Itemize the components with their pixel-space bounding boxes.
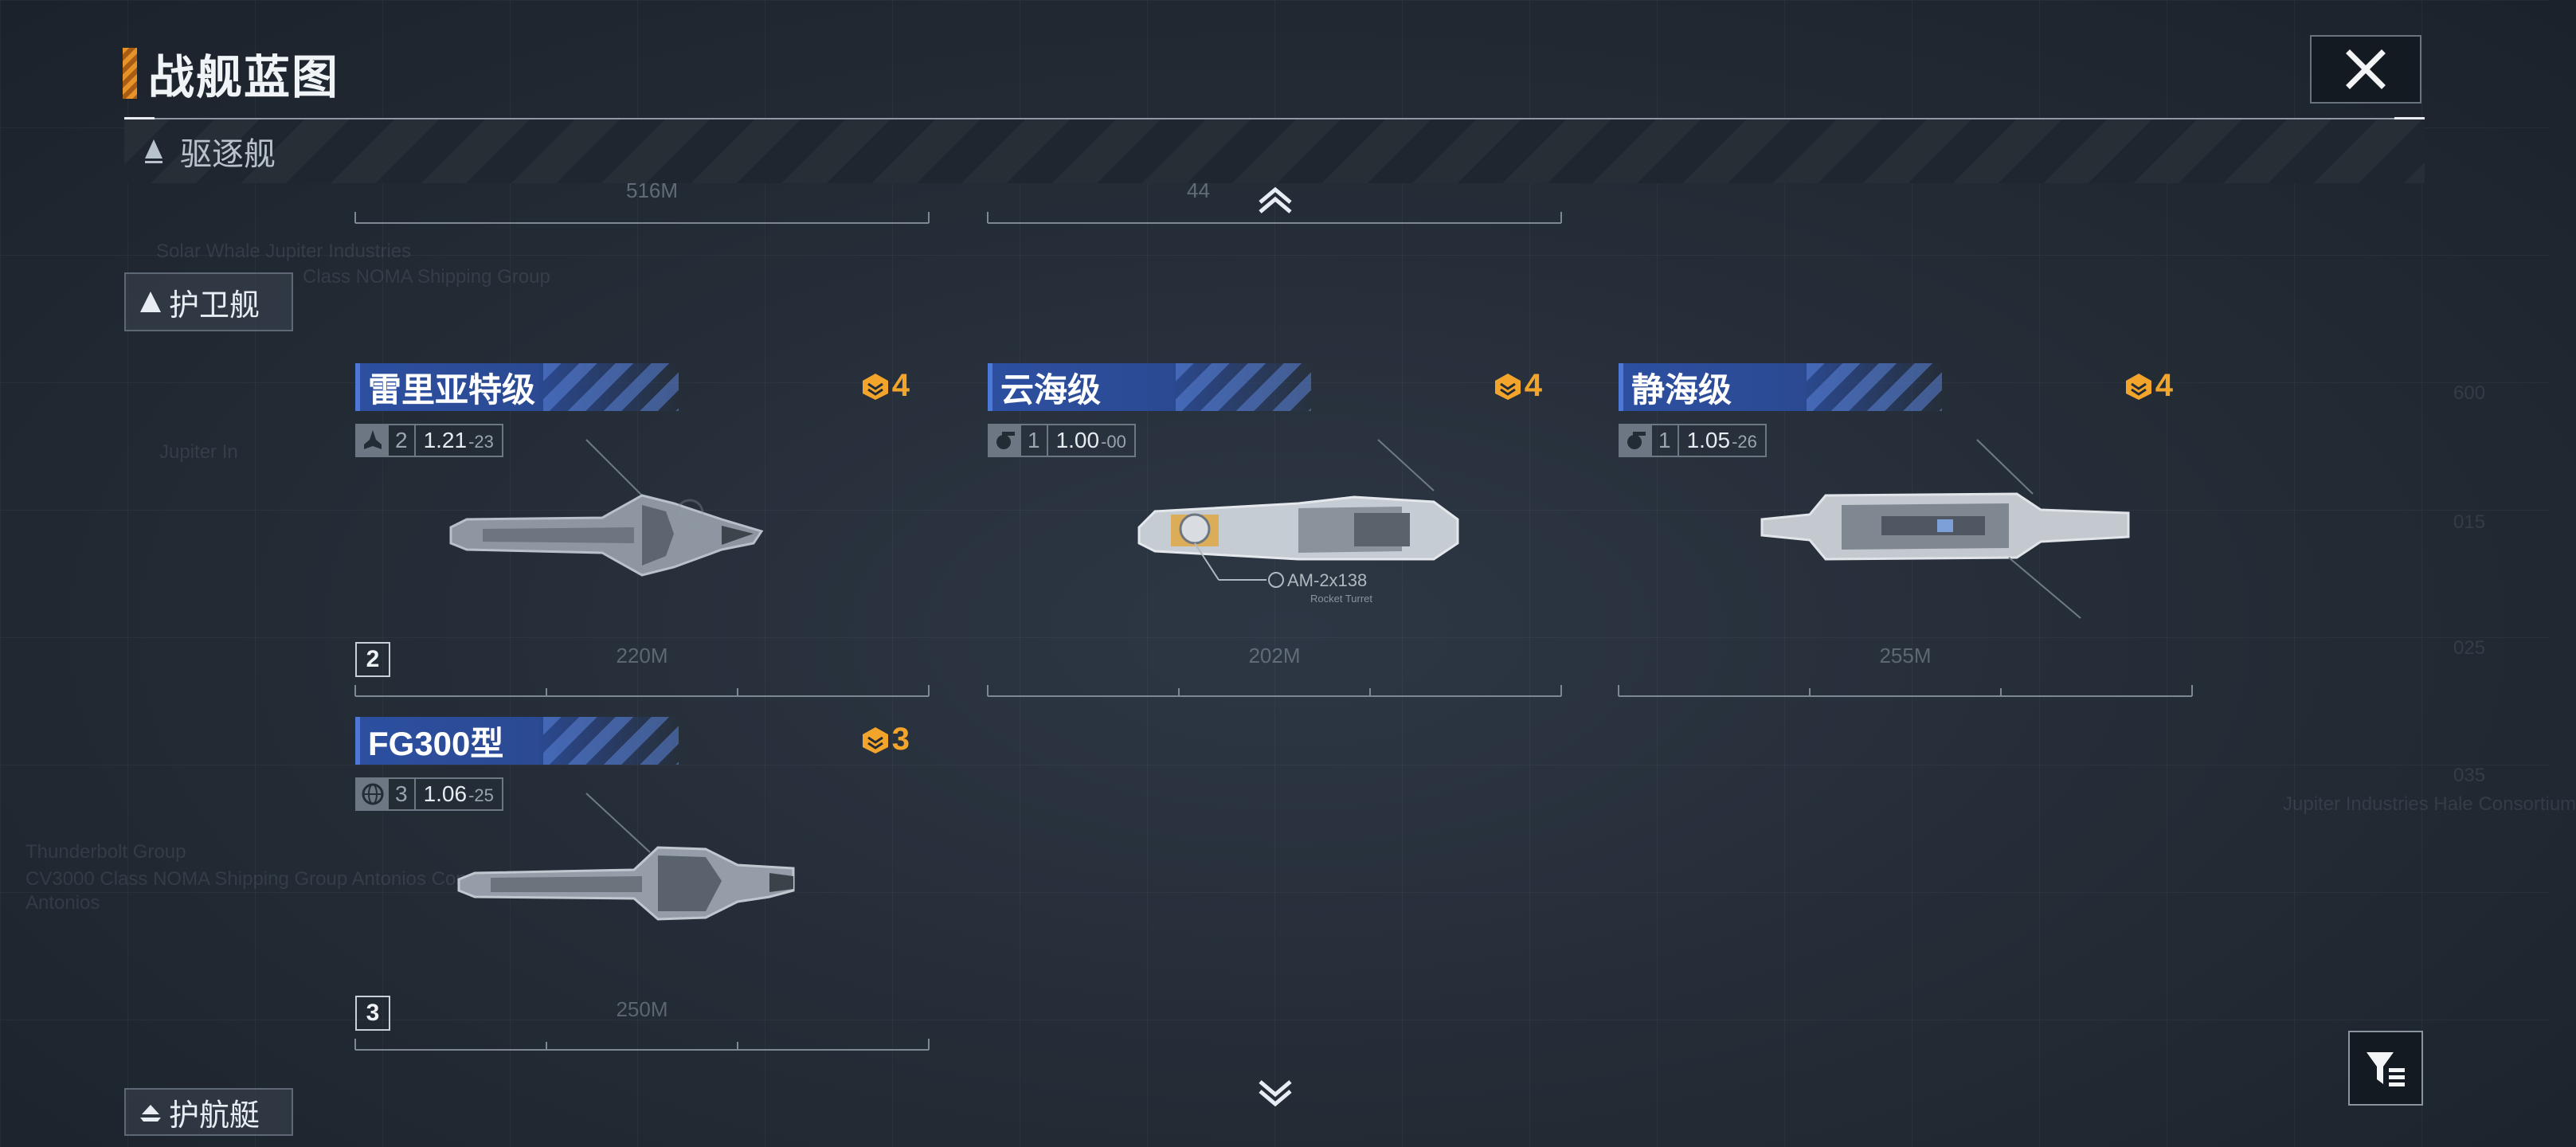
subtab-label: 护航艇 xyxy=(169,1098,260,1133)
rank-emblem-icon xyxy=(862,373,888,400)
turret-icon xyxy=(1620,425,1652,456)
close-button[interactable] xyxy=(2310,35,2421,104)
previous-ship-ruler: 516M xyxy=(354,178,930,224)
ship-blueprint-image: AM-2x138 Rocket Turret xyxy=(1137,439,1459,605)
ship-stats: 1 1.00-00 xyxy=(988,424,1136,457)
subtab-escort[interactable]: 护航艇 xyxy=(124,1088,293,1136)
ship-name: FG300型 xyxy=(368,724,504,762)
bg-text: 035 xyxy=(2453,765,2486,786)
ship-blueprint-image xyxy=(449,439,764,577)
tier-badge: 2 xyxy=(355,642,390,677)
frigate-class-icon xyxy=(140,292,161,312)
category-label: 驱逐舰 xyxy=(180,137,276,172)
stat-version: 1.21 xyxy=(423,428,468,452)
ship-name-bar: 云海级 xyxy=(988,363,1311,411)
stat-version-sub: -25 xyxy=(468,785,494,805)
bg-text: Jupiter Industries Hale Consortium xyxy=(2283,793,2576,815)
rank-value: 4 xyxy=(891,368,910,403)
ship-length: 202M xyxy=(1248,644,1301,667)
rank-emblem-icon xyxy=(862,726,888,754)
rank-value: 4 xyxy=(2155,368,2173,403)
stat-count: 2 xyxy=(389,425,416,456)
stat-version-sub: -26 xyxy=(1732,432,1757,452)
length-ruler xyxy=(354,685,930,697)
tier-badge: 3 xyxy=(355,996,390,1031)
stat-version: 1.00 xyxy=(1055,428,1100,452)
rank-emblem-icon xyxy=(1494,373,1521,400)
stat-count: 3 xyxy=(389,779,416,809)
page-title: 战舰蓝图 xyxy=(148,52,340,104)
ship-length: 250M xyxy=(616,997,668,1021)
bg-text: Class NOMA Shipping Group xyxy=(303,266,550,288)
page-header: 战舰蓝图 xyxy=(123,40,339,107)
length-ruler xyxy=(1618,685,2193,697)
title-accent-stripe xyxy=(123,48,137,99)
stat-version-sub: -23 xyxy=(468,432,494,452)
ship-name: 雷里亚特级 xyxy=(368,370,536,409)
rank-value: 3 xyxy=(891,722,910,757)
bg-text: Jupiter In xyxy=(159,441,238,463)
weapon-sublabel: Rocket Turret xyxy=(1310,593,1372,605)
previous-ship-ruler: 44 xyxy=(987,178,1562,224)
destroyer-class-icon xyxy=(145,139,162,163)
length-ruler xyxy=(987,685,1562,697)
previous-length: 44 xyxy=(1187,178,1210,202)
bg-text: 025 xyxy=(2453,637,2486,659)
stat-version: 1.06 xyxy=(423,781,468,806)
ship-blueprint-image xyxy=(1760,439,2130,619)
ship-card[interactable]: FG300型 3 3 1.06-25 3 250M xyxy=(354,717,930,1051)
ship-stats: 1 1.05-26 xyxy=(1619,424,1767,457)
filter-button[interactable] xyxy=(2348,1031,2423,1106)
globe-icon xyxy=(357,779,389,809)
ship-stats: 2 1.21-23 xyxy=(355,424,503,457)
rank-value: 4 xyxy=(1524,368,1542,403)
category-bar-destroyer[interactable]: 驱逐舰 xyxy=(124,119,2425,183)
ship-stats: 3 1.06-25 xyxy=(355,777,503,811)
ship-card[interactable]: 静海级 4 1 1.05-26 255M xyxy=(1618,363,2193,698)
stat-count: 1 xyxy=(1652,425,1679,456)
ship-rank: 3 xyxy=(860,722,910,757)
filter-icon xyxy=(2367,1052,2405,1086)
scroll-up-chevron-icon[interactable] xyxy=(1255,185,1295,217)
subtab-label: 护卫舰 xyxy=(169,288,260,323)
ship-name: 静海级 xyxy=(1631,370,1732,409)
bg-text: 015 xyxy=(2453,511,2486,533)
fighter-icon xyxy=(357,425,389,456)
header-divider xyxy=(124,117,2425,120)
ship-rank: 4 xyxy=(1493,368,1542,404)
scroll-down-chevron-icon[interactable] xyxy=(1255,1077,1295,1109)
ship-name-bar: 雷里亚特级 xyxy=(355,363,679,411)
ship-name-bar: FG300型 xyxy=(355,717,679,765)
stat-version: 1.05 xyxy=(1686,428,1731,452)
ship-blueprint-image xyxy=(457,793,795,921)
bg-text: Solar Whale Jupiter Industries xyxy=(156,241,412,262)
close-icon xyxy=(2346,49,2386,89)
ship-name-bar: 静海级 xyxy=(1619,363,1942,411)
stat-count: 1 xyxy=(1021,425,1048,456)
ship-card[interactable]: 云海级 4 1 1.00-00 AM-2x138 Rocket Turret 2… xyxy=(987,363,1562,698)
stat-version-sub: -00 xyxy=(1101,432,1126,452)
subtab-frigate[interactable]: 护卫舰 xyxy=(124,272,293,331)
bg-text: Antonios xyxy=(25,892,100,914)
bg-text: CV3000 Class NOMA Shipping Group Antonio… xyxy=(25,868,530,890)
ship-length: 255M xyxy=(1879,644,1932,667)
ship-rank: 4 xyxy=(2124,368,2173,404)
ship-name: 云海级 xyxy=(1000,370,1102,409)
bg-text: 600 xyxy=(2453,382,2486,404)
ship-rank: 4 xyxy=(860,368,910,404)
rank-emblem-icon xyxy=(2125,373,2151,400)
length-ruler xyxy=(354,1039,930,1051)
escort-class-icon xyxy=(140,1105,161,1122)
bg-text: Thunderbolt Group xyxy=(25,841,186,863)
ship-length: 220M xyxy=(616,644,668,667)
weapon-label: AM-2x138 xyxy=(1287,570,1367,590)
turret-icon xyxy=(989,425,1021,456)
previous-length: 516M xyxy=(626,178,678,202)
ship-card[interactable]: 雷里亚特级 4 2 1.21-23 2 220M xyxy=(354,363,930,698)
